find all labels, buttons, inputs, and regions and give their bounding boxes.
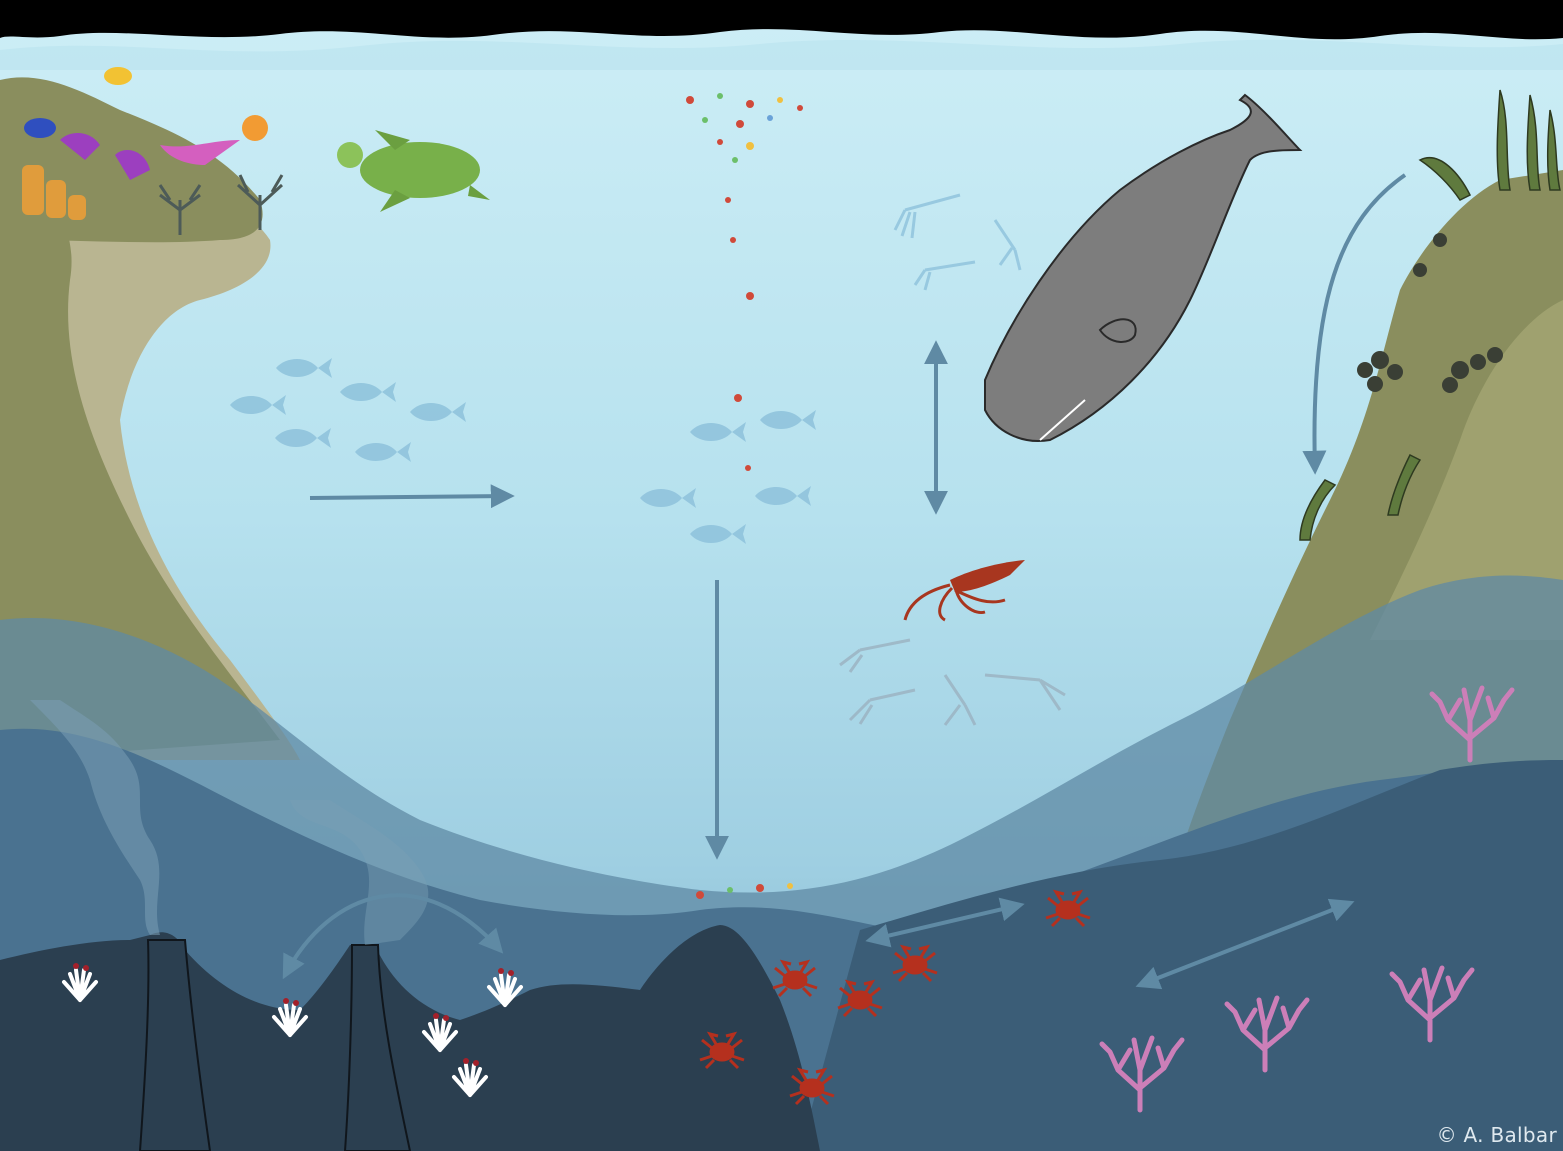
horizontal-migration-arrow [310, 496, 510, 498]
copyright-credit: © A. Balbar [1437, 1123, 1557, 1147]
